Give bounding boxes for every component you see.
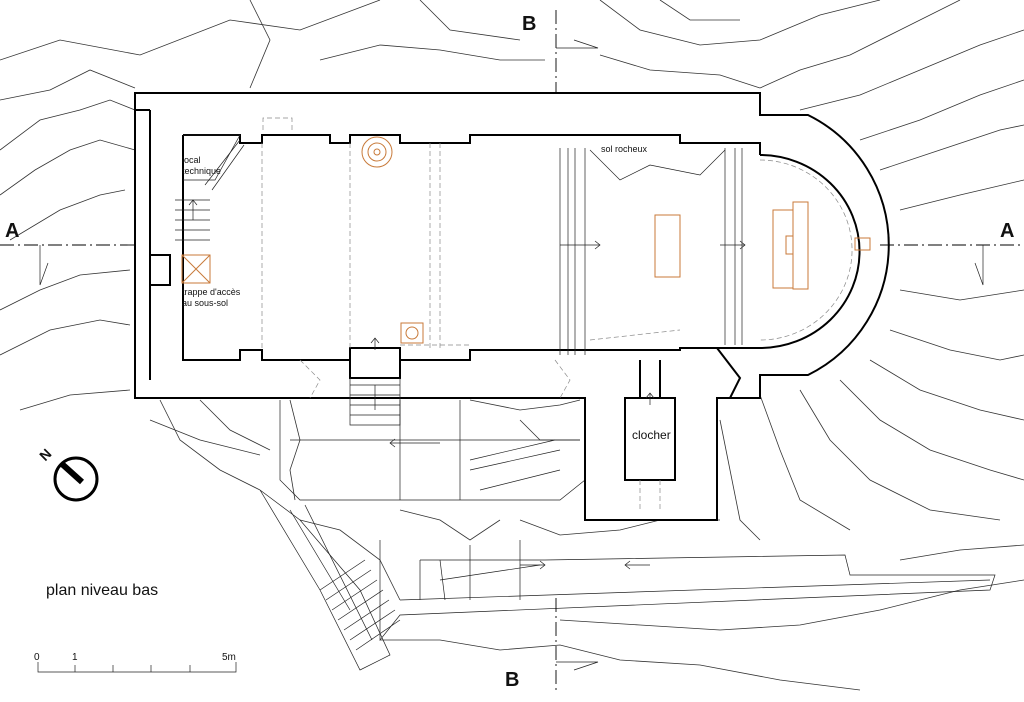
hidden-lines: [261, 117, 853, 510]
lower-terrace: [259, 400, 996, 671]
church-walls: [134, 92, 890, 521]
section-a-right-label: A: [1000, 220, 1014, 242]
local-technique-label-2: technique: [182, 166, 221, 176]
trapdoor-hatch: [181, 254, 211, 284]
north-label: N: [36, 445, 54, 463]
section-lines: [0, 10, 1024, 690]
north-arrow-circle: [53, 456, 99, 502]
scale-label-5m: 5m: [222, 652, 236, 663]
local-technique-label-1: local: [182, 155, 201, 165]
font-circle-outer: [361, 136, 393, 168]
plan-title: plan niveau bas: [46, 582, 158, 599]
section-b-bottom-label: B: [505, 669, 519, 691]
trappe-label-1: trappe d'accès: [182, 287, 241, 297]
section-a-left-label: A: [5, 220, 19, 242]
clocher-label: clocher: [632, 428, 671, 442]
direction-arrows: [188, 199, 746, 570]
section-b-top-label: B: [522, 13, 536, 35]
scale-label-1: 1: [72, 652, 78, 663]
north-arrow: [53, 456, 99, 502]
scale-bar: [37, 662, 237, 673]
sol-rocheux-label: sol rocheux: [601, 144, 648, 154]
interior-details: [175, 134, 743, 426]
furniture: [181, 136, 871, 344]
scale-label-0: 0: [34, 652, 40, 663]
trappe-label-2: au sous-sol: [182, 298, 228, 308]
altar-table: [654, 214, 681, 278]
